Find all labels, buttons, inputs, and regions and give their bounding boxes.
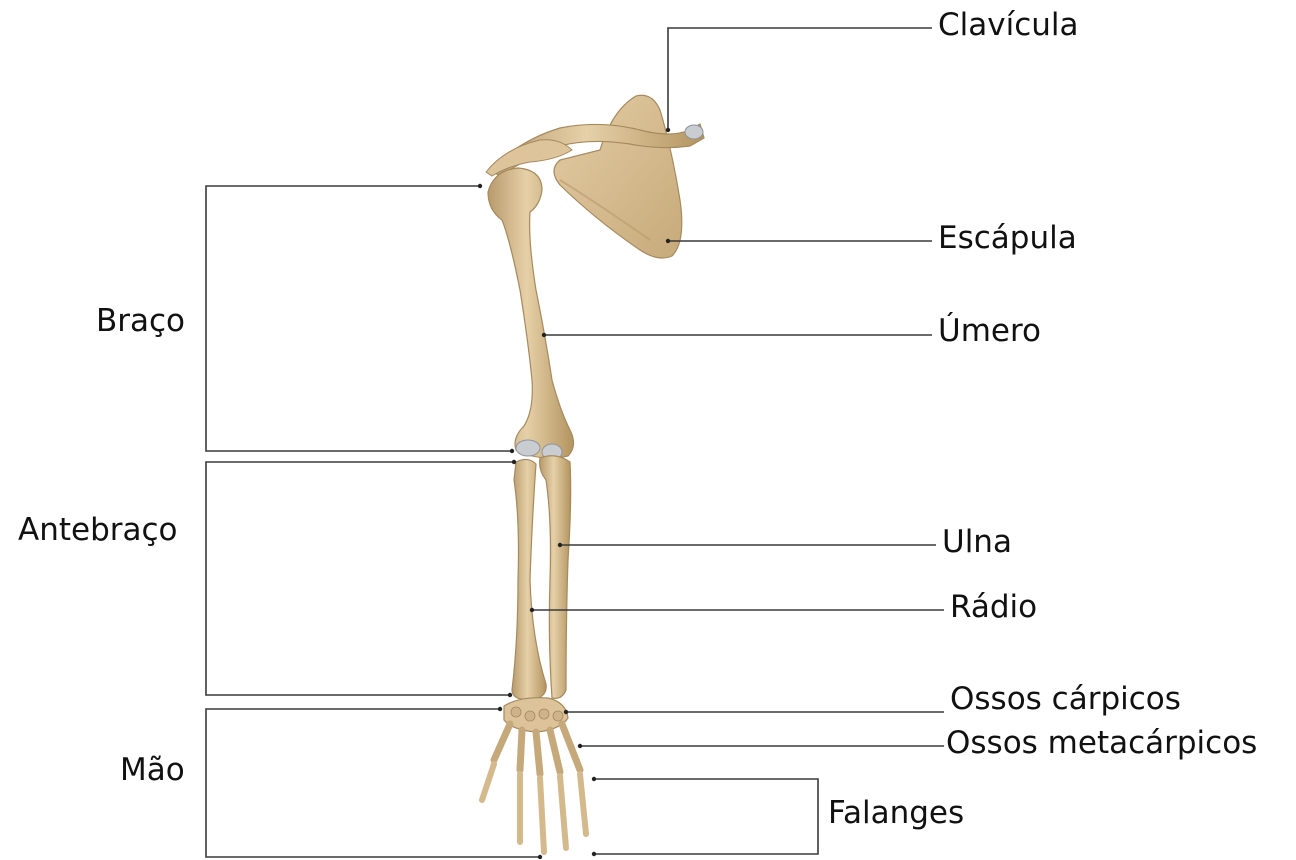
label-metacarpals: Ossos metacárpicos: [946, 728, 1257, 759]
leader-scapula: [666, 239, 932, 243]
label-hand: Mão: [120, 755, 185, 786]
label-phalanges: Falanges: [828, 798, 964, 829]
label-forearm: Antebraço: [18, 515, 178, 546]
radius-bone: [512, 459, 546, 700]
label-humerus: Úmero: [938, 316, 1041, 347]
label-radius: Rádio: [950, 592, 1037, 623]
carpal-bones: [504, 698, 568, 732]
leader-phalanges: [592, 777, 818, 856]
label-ulna: Ulna: [942, 527, 1012, 558]
bracket-arm: [206, 184, 514, 453]
bracket-forearm: [206, 460, 516, 697]
bracket-hand: [206, 707, 542, 859]
label-arm: Braço: [96, 306, 185, 337]
leader-ulna: [558, 543, 936, 547]
metacarpal-bones: [494, 724, 580, 774]
scapula-bone: [554, 95, 682, 258]
label-clavicle: Clavícula: [938, 10, 1079, 41]
label-scapula: Escápula: [938, 223, 1077, 254]
ulna-bone: [540, 456, 571, 699]
leader-radius: [530, 608, 944, 612]
label-carpals: Ossos cárpicos: [950, 684, 1181, 715]
phalanx-bones: [482, 764, 586, 852]
leader-metacarpals: [578, 744, 944, 748]
humerus-bone: [488, 168, 574, 460]
leader-clavicle: [666, 28, 932, 132]
leader-carpals: [564, 710, 944, 714]
leader-humerus: [542, 333, 932, 337]
